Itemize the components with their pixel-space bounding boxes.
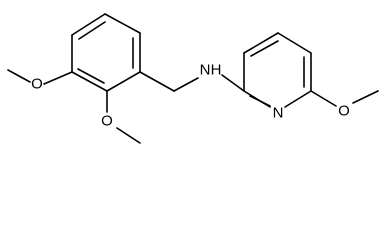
bond	[173, 77, 199, 92]
benzene-ring	[71, 13, 141, 92]
bond	[277, 32, 312, 54]
atom-label-oxygen: O	[31, 76, 43, 93]
bond	[243, 32, 279, 54]
pyridine-ring	[243, 32, 312, 108]
atom-label-oxygen: O	[101, 113, 113, 130]
atom-label-oxygen: O	[338, 103, 350, 120]
atom-label-nitrogen: N	[273, 105, 284, 122]
methoxy-group-pyridine	[310, 90, 379, 107]
bond	[71, 13, 106, 36]
benzylamine-linker	[139, 71, 245, 92]
bond	[139, 71, 175, 92]
bond	[7, 69, 31, 83]
bond	[284, 90, 312, 108]
chemical-structure-diagram: O O N H N O	[7, 13, 379, 144]
bond	[104, 13, 141, 34]
methoxy-groups-benzene	[7, 69, 141, 144]
bond	[106, 71, 141, 92]
bond	[71, 71, 108, 92]
atom-label-nitrogen: N	[200, 62, 211, 79]
double-bond-inner	[250, 40, 279, 57]
double-bond-inner	[77, 68, 105, 84]
atom-labels: O O N H N O	[31, 62, 350, 130]
bond	[43, 71, 73, 85]
atom-label-hydrogen: H	[211, 62, 222, 79]
double-bond-inner	[249, 95, 271, 107]
bond	[352, 90, 379, 104]
bond	[116, 127, 141, 144]
bond	[221, 74, 245, 92]
bond	[310, 90, 337, 107]
molecule-drawing: O O N H N O	[7, 13, 379, 144]
double-bond-inner	[78, 21, 106, 40]
